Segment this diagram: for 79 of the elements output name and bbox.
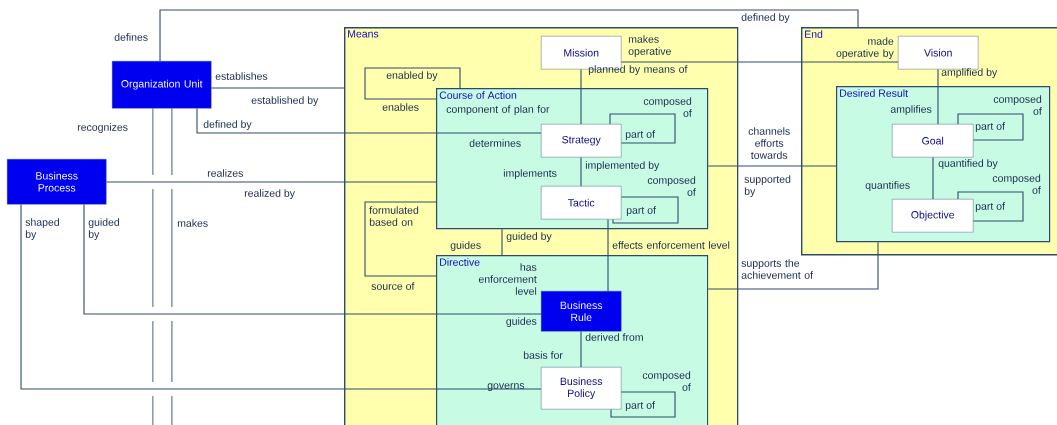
connector-line [152, 107, 154, 425]
connector-line [707, 165, 837, 167]
connector-line [610, 391, 676, 418]
role-label: amplified by [941, 68, 998, 78]
role-label: implemented by [585, 161, 660, 171]
entity-box: Business Process [7, 159, 107, 205]
connector-line [607, 218, 609, 292]
connector-line [580, 68, 582, 125]
role-label: made operative by [836, 37, 894, 59]
entity-box: Organization Unit [112, 61, 212, 109]
connector-line [364, 67, 461, 100]
role-label: component of plan for [446, 105, 550, 115]
role-label: formulated based on [369, 206, 419, 226]
entity-box: Tactic [541, 186, 622, 220]
role-label: supported by [744, 175, 791, 197]
role-label: guided by [506, 232, 552, 242]
role-label: recognizes [77, 123, 128, 133]
connector-line [580, 156, 582, 187]
entity-box: Objective [892, 199, 974, 233]
entity-box: Goal [892, 124, 974, 158]
role-label: quantifies [865, 181, 910, 191]
role-label: determines [469, 139, 521, 147]
role-label: effects enforcement level [612, 241, 730, 249]
role-label: shaped by [25, 218, 59, 240]
role-label: realizes [207, 169, 243, 177]
connector-line [612, 196, 679, 224]
role-label: source of [371, 282, 415, 290]
role-label: guided by [88, 218, 120, 240]
connector-line [210, 87, 345, 89]
entity-box: Business Rule [541, 291, 622, 332]
role-label: composed of [643, 97, 692, 117]
role-label: derived from [585, 333, 643, 341]
role-label: guides [450, 241, 481, 251]
connector-line [932, 156, 934, 200]
role-label: part of [626, 206, 656, 216]
role-label: composed of [993, 95, 1042, 115]
entity-box: Strategy [541, 124, 622, 158]
connector-line [580, 330, 582, 368]
role-label: composed of [642, 371, 691, 391]
connector-line [620, 61, 899, 63]
role-label: has enforcement level [478, 263, 537, 295]
connector-line [83, 203, 542, 315]
connector-line [105, 181, 437, 183]
role-label: guides [506, 317, 537, 327]
role-label: defines [114, 33, 148, 41]
connector-line [171, 107, 173, 425]
connector-line [937, 68, 939, 125]
role-label: defined by [203, 120, 252, 130]
role-label: part of [975, 122, 1005, 132]
role-label: channels efforts towards [748, 127, 790, 159]
connector-line [196, 107, 542, 134]
role-label: realized by [244, 189, 295, 199]
connector-line [957, 113, 1024, 141]
role-label: supports the achievement of [741, 259, 813, 279]
entity-box: Business Policy [541, 367, 622, 410]
role-label: basis for [523, 351, 563, 359]
role-label: quantified by [938, 159, 998, 169]
connector-line [501, 228, 503, 256]
connector-line [364, 201, 437, 277]
role-label: amplifies [890, 105, 932, 115]
role-label: governs [487, 383, 525, 391]
role-label: composed of [647, 176, 696, 196]
role-label: enabled by [386, 71, 438, 81]
role-label: establishes [215, 72, 268, 80]
role-label: defined by [741, 13, 790, 23]
role-label: implements [503, 169, 557, 179]
role-label: part of [625, 130, 655, 140]
connector-line [20, 203, 542, 390]
role-label: makes [177, 219, 208, 227]
role-label: enables [382, 103, 419, 111]
connector-line [957, 191, 1024, 222]
role-label: part of [625, 401, 655, 411]
connector-line [609, 113, 676, 144]
role-label: makes operative [628, 35, 671, 57]
role-label: part of [975, 202, 1005, 212]
role-label: established by [251, 96, 319, 106]
connector-line [159, 9, 859, 62]
role-label: composed of [992, 174, 1041, 194]
connector-line [707, 241, 879, 290]
